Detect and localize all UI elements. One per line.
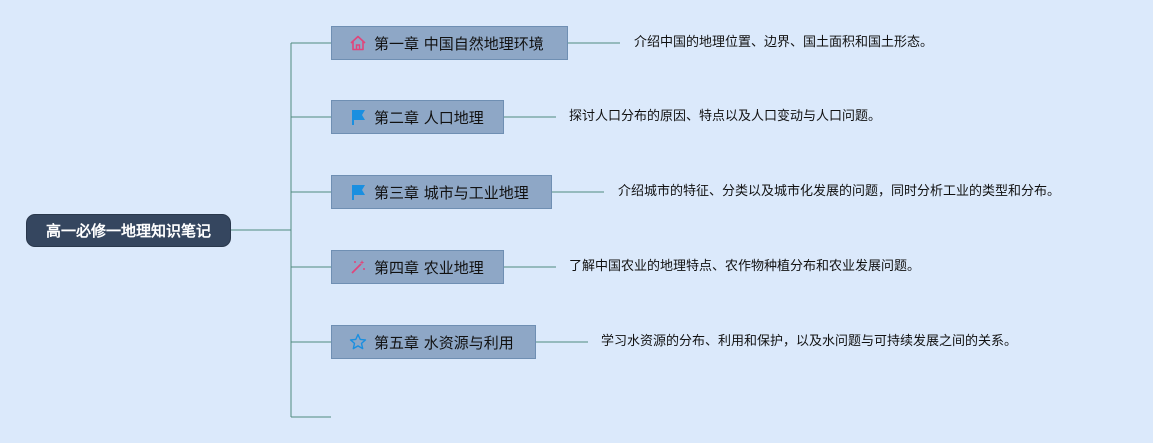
root-label: 高一必修一地理知识笔记 [45,222,211,240]
chapter-node-2[interactable]: 第二章 人口地理 [331,100,504,134]
chapter-description-4: 了解中国农业的地理特点、农作物种植分布和农业发展问题。 [569,259,921,274]
chapter-description-1: 介绍中国的地理位置、边界、国土面积和国土形态。 [634,35,934,50]
chapter-description-2: 探讨人口分布的原因、特点以及人口变动与人口问题。 [569,109,882,124]
chapter-description-5: 学习水资源的分布、利用和保护，以及水问题与可持续发展之间的关系。 [601,334,1018,349]
chapter-node-1[interactable]: 第一章 中国自然地理环境 [331,26,568,60]
chapter-label: 第一章 中国自然地理环境 [374,34,544,53]
star-icon [348,332,368,352]
flag-icon [348,107,368,127]
chapter-node-5[interactable]: 第五章 水资源与利用 [331,325,536,359]
root-node[interactable]: 高一必修一地理知识笔记 [26,214,231,247]
magic-wand-icon [348,257,368,277]
chapter-label: 第三章 城市与工业地理 [374,183,529,202]
chapter-label: 第四章 农业地理 [374,258,484,277]
home-icon [348,33,368,53]
chapter-description-3: 介绍城市的特征、分类以及城市化发展的问题，同时分析工业的类型和分布。 [618,184,1061,199]
chapter-label: 第五章 水资源与利用 [374,333,514,352]
chapter-label: 第二章 人口地理 [374,108,484,127]
flag-icon [348,182,368,202]
chapter-node-3[interactable]: 第三章 城市与工业地理 [331,175,552,209]
chapter-node-4[interactable]: 第四章 农业地理 [331,250,504,284]
